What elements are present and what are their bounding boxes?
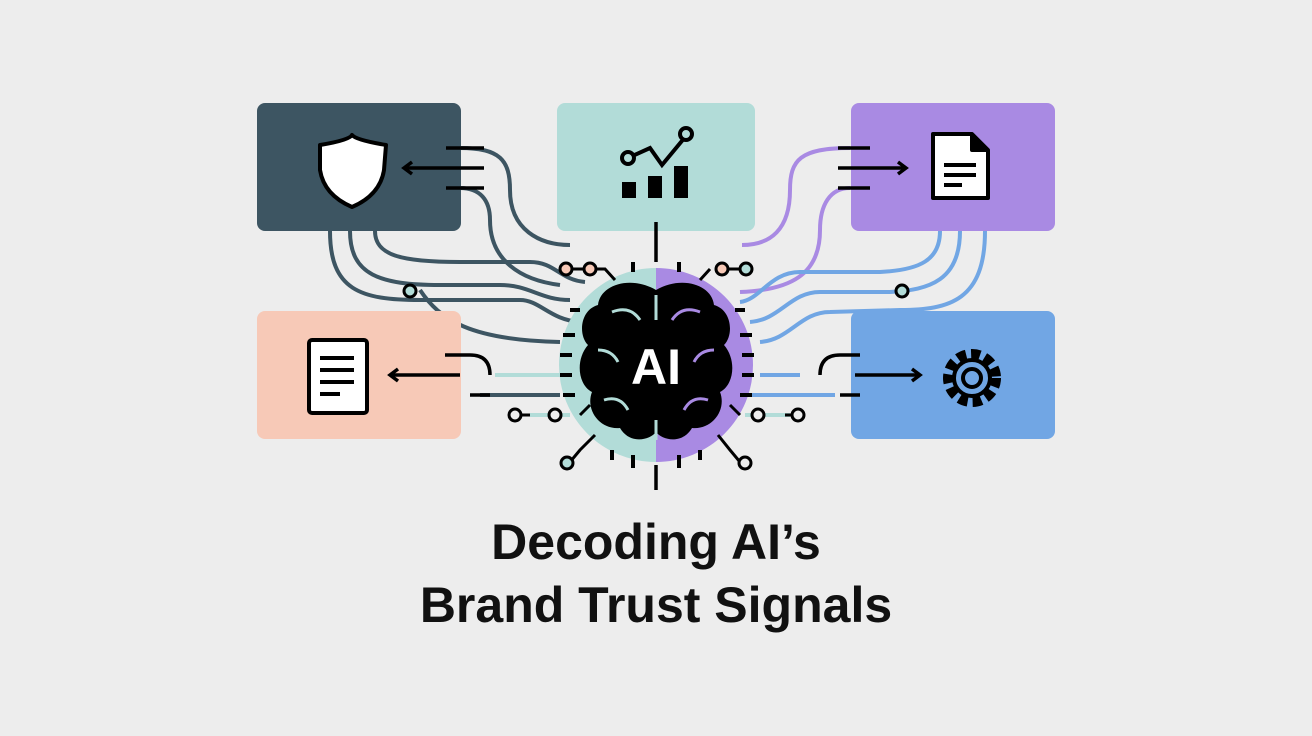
analytics-chart-icon (620, 126, 694, 198)
connector-lines-right-purple (739, 146, 851, 294)
arrows (387, 146, 923, 490)
card-analytics (557, 103, 755, 231)
title-line-2: Brand Trust Signals (419, 577, 893, 633)
connector-lines-right-blue (739, 230, 987, 397)
brain-icon: AI (579, 282, 733, 440)
document-icon (307, 338, 369, 415)
document-icon (931, 132, 990, 200)
title-line-1: Decoding AI’s (491, 514, 821, 570)
connector-lines-left (328, 146, 586, 397)
ai-label: AI (631, 339, 681, 395)
circuit-nodes (402, 261, 910, 471)
shield-icon (318, 133, 388, 209)
circuit-ticks (560, 262, 754, 468)
gear-icon (943, 349, 1001, 407)
